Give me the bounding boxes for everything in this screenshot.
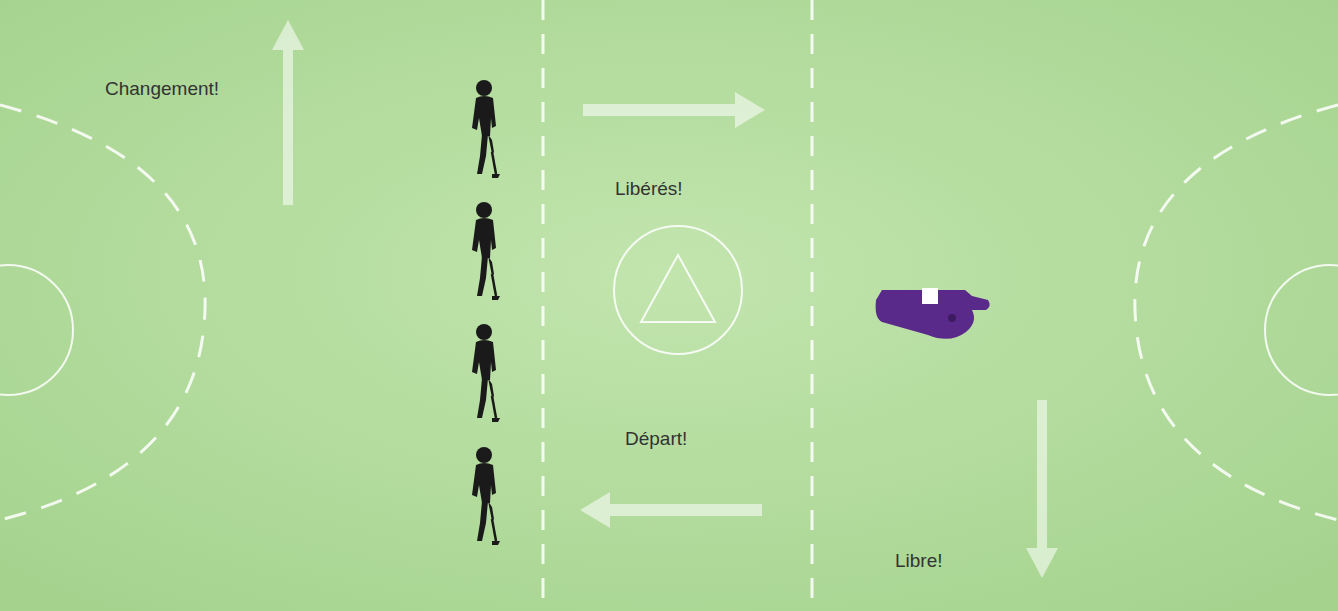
field-label: Départ! xyxy=(625,428,687,451)
field-label: Changement! xyxy=(105,78,219,101)
field-label: Libérés! xyxy=(615,178,683,201)
movement-arrows xyxy=(272,20,1058,578)
players xyxy=(472,80,500,545)
field-label: Libre! xyxy=(895,550,943,573)
whistle-icon xyxy=(876,288,990,339)
